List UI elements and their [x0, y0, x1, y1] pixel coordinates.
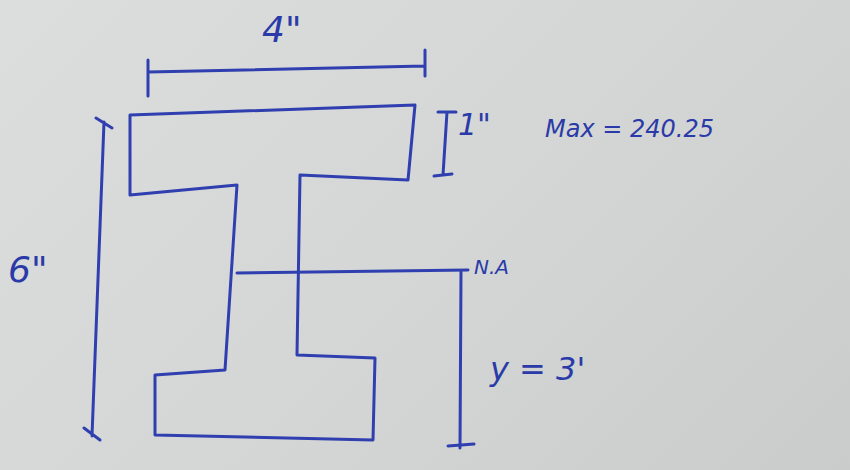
label-holder: 1" [458, 108, 491, 141]
label-holder: N.A [474, 256, 509, 278]
y-distance-label: y = 3' [490, 350, 585, 388]
label-holder: 4" [262, 10, 301, 50]
height-label: 6" [8, 249, 47, 290]
thickness-label: 1" [458, 107, 491, 142]
width-label: 4" [262, 9, 301, 50]
width-dimension [148, 50, 425, 96]
label-holder: Max = 240.25 [545, 116, 714, 142]
max-value: Max = 240.25 [545, 115, 714, 143]
y-dimension [448, 272, 474, 448]
height-dimension [84, 118, 112, 440]
flange-bracket [434, 112, 456, 176]
label-holder: 6" [8, 250, 47, 290]
label-holder: y = 3' [490, 352, 585, 387]
neutral-axis-label: N.A [474, 255, 509, 279]
neutral-axis [237, 270, 468, 273]
